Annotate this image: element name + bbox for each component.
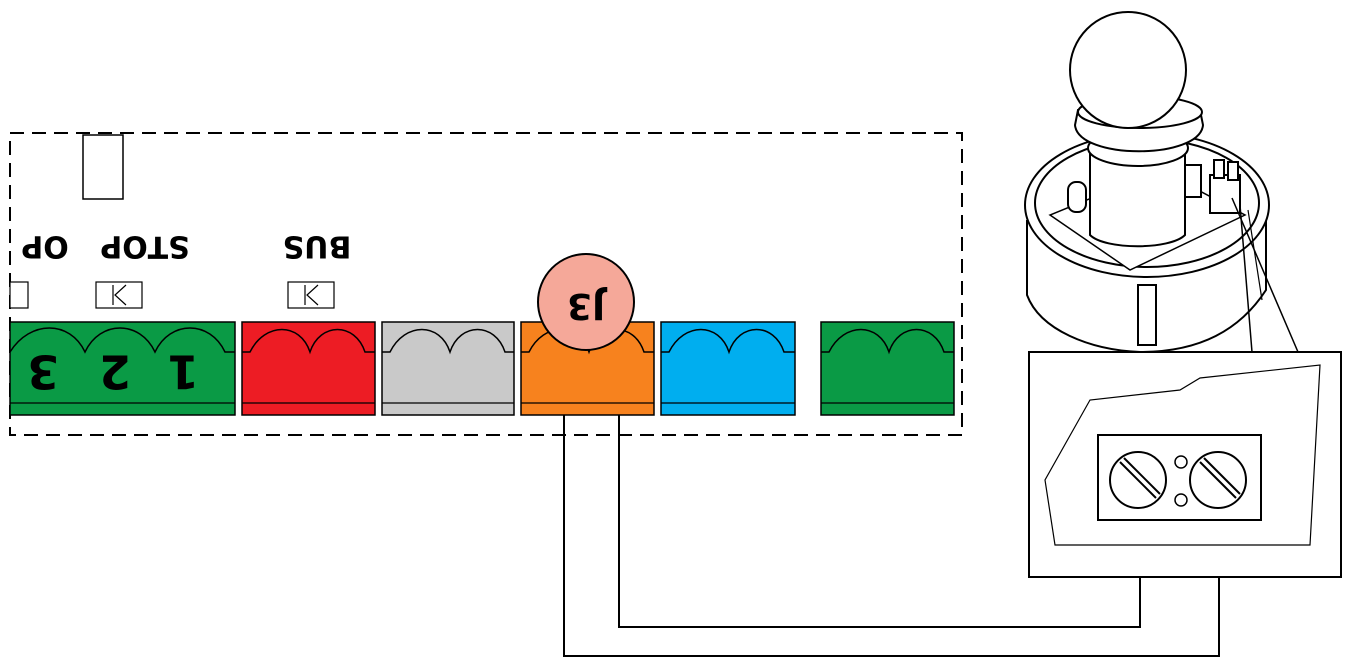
stop-switch-symbol xyxy=(95,281,143,309)
control-board xyxy=(9,132,963,436)
terminal-number-3: 3 xyxy=(27,345,59,399)
terminal-block-blue xyxy=(660,321,796,416)
j3-badge-label: J3 xyxy=(567,285,608,326)
wire-outer xyxy=(563,415,1220,657)
board-component-rect xyxy=(82,134,124,200)
bus-switch-symbol xyxy=(287,281,335,309)
terminal-block-green-2way xyxy=(820,321,955,416)
label-stop: STOP xyxy=(100,229,190,264)
board-labels: OP STOP BUS xyxy=(9,229,352,309)
terminal-callout xyxy=(1028,351,1342,578)
terminal-block-grey xyxy=(381,321,515,416)
terminal-block-red xyxy=(241,321,376,416)
terminal-number-2: 2 xyxy=(99,345,131,399)
label-bus: BUS xyxy=(283,229,352,264)
terminal-number-1: 1 xyxy=(167,345,199,399)
label-op: OP xyxy=(21,229,69,264)
board-outline xyxy=(9,132,963,436)
j3-badge: J3 xyxy=(537,253,635,351)
op-switch-symbol xyxy=(9,281,29,309)
flashing-lamp xyxy=(1024,11,1299,354)
terminal-blocks: 1 2 3 xyxy=(9,321,955,416)
lamp-bulb xyxy=(1069,11,1187,129)
terminal-block-green-3way xyxy=(9,321,236,416)
